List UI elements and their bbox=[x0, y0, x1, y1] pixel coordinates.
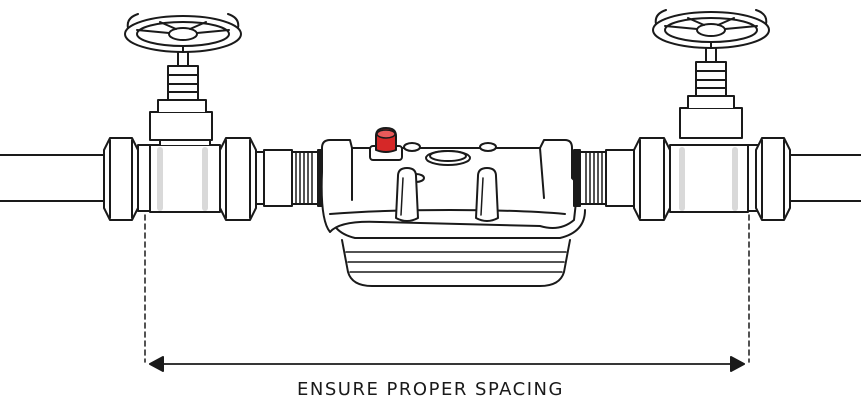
left-gate-valve bbox=[149, 99, 221, 213]
left-handwheel-icon bbox=[124, 13, 242, 53]
left-union-nut bbox=[103, 137, 151, 221]
right-valve-stem bbox=[695, 45, 727, 97]
spacing-caption: ENSURE PROPER SPACING bbox=[297, 379, 564, 400]
relief-button bbox=[369, 127, 403, 161]
left-union-nut-inner bbox=[219, 137, 257, 221]
left-valve-stem bbox=[167, 49, 199, 101]
right-pipe bbox=[784, 154, 861, 202]
filter-head-ports bbox=[395, 167, 499, 222]
left-threaded-nipple bbox=[255, 149, 325, 207]
filter-head-body bbox=[320, 139, 579, 233]
right-threaded-nipple bbox=[573, 149, 635, 207]
right-gate-valve bbox=[669, 95, 749, 213]
right-handwheel-icon bbox=[652, 9, 770, 49]
left-pipe bbox=[0, 154, 106, 202]
spacing-arrow bbox=[144, 214, 750, 372]
right-union-nut bbox=[747, 137, 791, 221]
right-union-nut-inner bbox=[633, 137, 671, 221]
